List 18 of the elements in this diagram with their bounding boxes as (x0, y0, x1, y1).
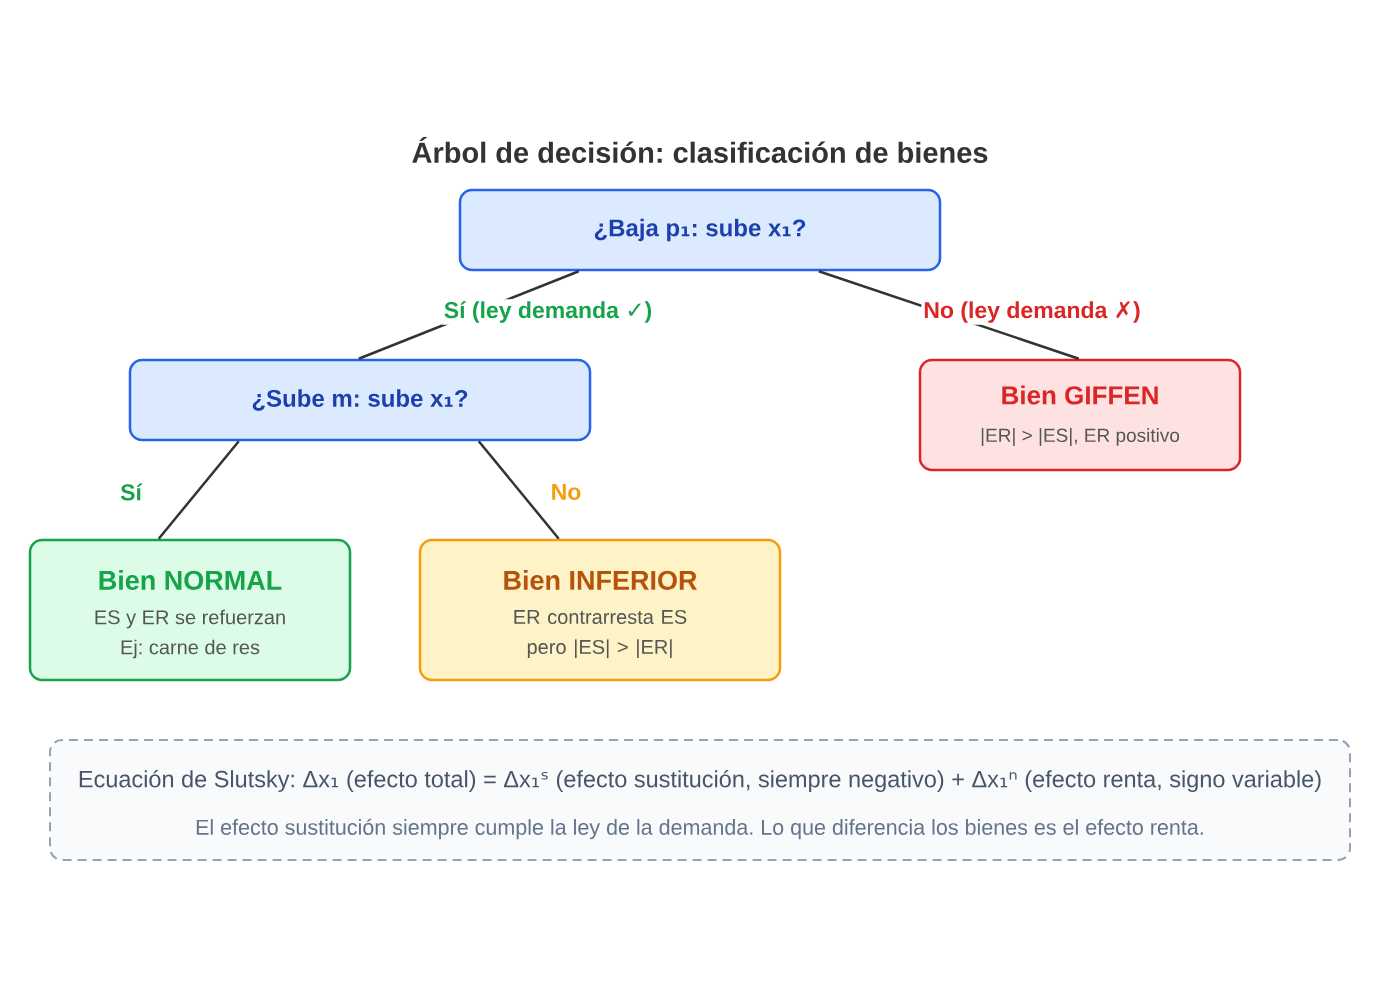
result-title: Bien NORMAL (99, 570, 282, 590)
result-description: |ER| > |ES|, ER positivo (981, 428, 1180, 446)
question-box: ¿Baja p₁: sube x₁? (458, 188, 942, 272)
result-description: ES y ER se refuerzan (95, 609, 285, 629)
edge-label: No (ley demanda ✗) (921, 299, 1143, 325)
result-title: Bien GIFFEN (1002, 385, 1158, 405)
edge-label: No (548, 481, 584, 502)
result-description: Ej: carne de res (121, 639, 260, 659)
connector-line (477, 440, 560, 540)
edge-label: Sí (ley demanda ✓) (441, 299, 655, 325)
question-box: ¿Sube m: sube x₁? (128, 358, 592, 442)
result-title: Bien INFERIOR (504, 570, 697, 590)
result-description: ER contrarresta ES pero |ES| > |ER| (514, 609, 687, 659)
edge-label: Sí (118, 481, 144, 503)
equation-text: Ecuación de Slutsky: Δx₁ (efecto total) = Δx₁ˢ (efecto sustitución, siempre negativo) + Δx₁ⁿ (efecto renta, signo variable) (79, 769, 1321, 793)
note-text: El efecto sustitución siempre cumple la ley de la demanda. Lo que diferencia los bienes es el efecto renta. (196, 818, 1203, 840)
connector-line (157, 440, 240, 540)
title: Árbol de decisión: clasificación de bienes (412, 137, 988, 163)
